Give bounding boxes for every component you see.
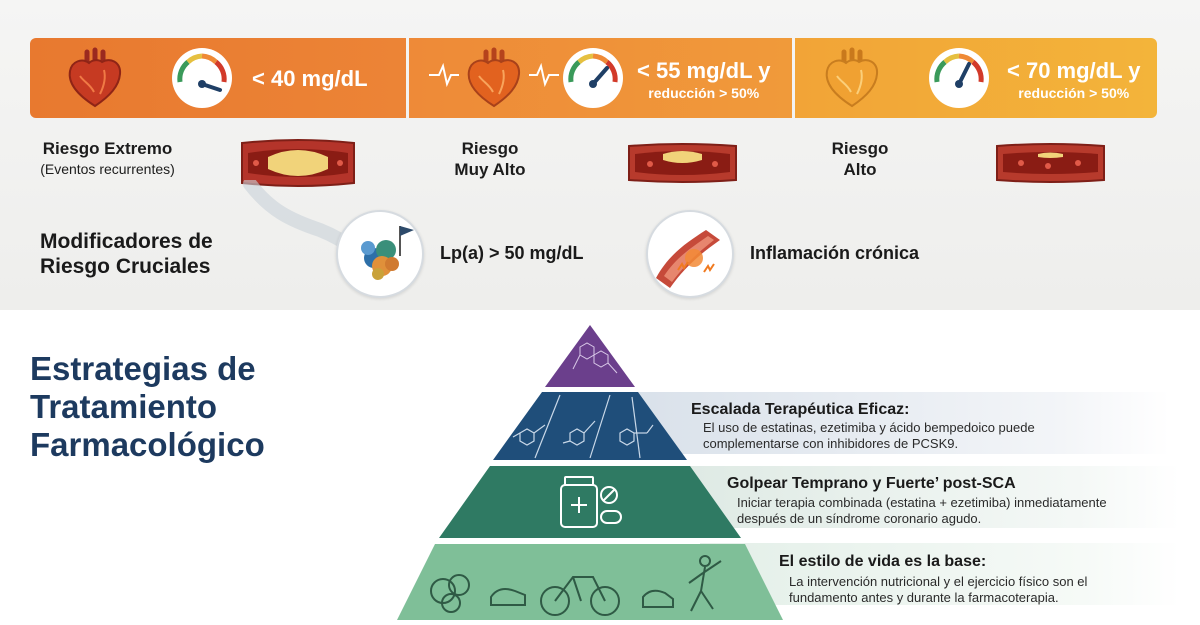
gauge-icon — [172, 48, 232, 108]
anatomical-heart-icon — [68, 47, 122, 108]
pyramid-level-2 — [439, 466, 741, 538]
risk-label-very-high: Riesgo Muy Alto — [454, 139, 526, 179]
pill-bottle-icon — [560, 476, 622, 528]
severely-blocked-artery-icon — [241, 139, 355, 187]
treatment-pyramid — [397, 325, 783, 620]
band-level-3 — [700, 543, 1180, 605]
threshold-extreme: < 40 mg/dL — [252, 66, 368, 91]
molecule-structures-icon — [512, 394, 654, 459]
risk-section: < 40 mg/dL — [0, 0, 1200, 310]
band-level-2 — [660, 466, 1180, 528]
mildly-narrowed-artery-icon — [996, 143, 1105, 183]
anatomical-heart-icon — [825, 47, 879, 108]
inflamed-artery-icon — [646, 210, 734, 298]
level-3-description: La intervención nutricional y el ejercic… — [789, 574, 1088, 605]
ecg-line-icon — [429, 62, 559, 88]
moderately-blocked-artery-icon — [628, 143, 737, 183]
modifier-lpa: Lp(a) > 50 mg/dL — [440, 243, 584, 263]
risk-label-extreme: Riesgo Extremo (Eventos recurrentes) — [40, 139, 175, 177]
risk-label-high: Riesgo Alto — [831, 139, 889, 179]
band-level-1 — [630, 392, 1170, 454]
threshold-very-high: < 55 mg/dL y reducción > 50% — [637, 58, 771, 101]
level-3-title: El estilo de vida es la base: — [779, 553, 987, 570]
extreme-risk-segment: < 40 mg/dL — [30, 38, 406, 118]
modifier-inflammation: Inflamación crónica — [750, 243, 920, 263]
strategies-title: Estrategias de Tratamiento Farmacológico — [30, 350, 265, 463]
risk-threshold-bar: < 40 mg/dL — [30, 38, 1157, 118]
very-high-risk-segment: < 55 mg/dL y reducción > 50% — [409, 38, 792, 118]
modifiers-title: Modificadores de Riesgo Cruciales — [40, 230, 213, 278]
pyramid-apex — [545, 325, 635, 387]
level-2-title: Golpear Temprano y Fuerte’ post-SCA — [727, 475, 1016, 492]
gauge-icon — [563, 48, 623, 108]
gauge-icon — [929, 48, 989, 108]
level-1-description: El uso de estatinas, ezetimiba y ácido b… — [703, 420, 1035, 451]
level-1-title: Escalada Terapéutica Eficaz: — [691, 401, 910, 418]
high-risk-segment: < 70 mg/dL y reducción > 50% — [795, 38, 1157, 118]
molecule-apex-icon — [572, 342, 618, 374]
lipoprotein-molecule-icon — [336, 210, 424, 298]
lifestyle-icons — [430, 555, 722, 616]
pyramid-level-3 — [397, 544, 783, 620]
anatomical-heart-icon — [467, 47, 521, 108]
threshold-high: < 70 mg/dL y reducción > 50% — [1007, 58, 1141, 101]
level-2-description: Iniciar terapia combinada (estatina + ez… — [737, 495, 1107, 526]
